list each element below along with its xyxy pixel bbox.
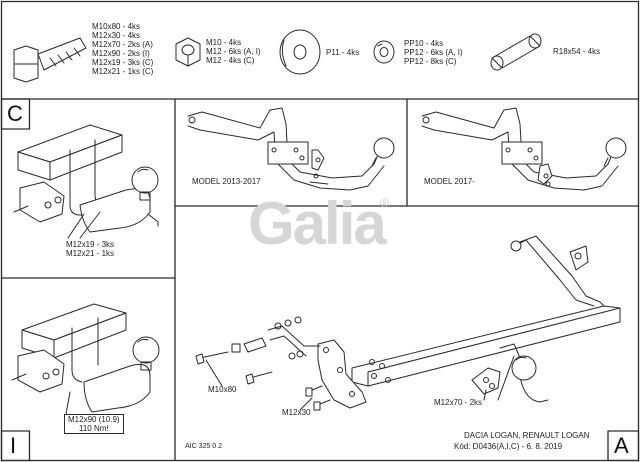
- nut-specs: M10 - 4ks M12 - 6ks (A, I) M12 - 4ks (C): [206, 38, 261, 65]
- watermark-registered-mark: ®: [380, 196, 389, 210]
- bolt-spec-3: M12x90 - 2ks (I): [92, 49, 150, 58]
- bolt-spec-1: M12x30 - 4ks: [92, 31, 141, 40]
- nut-spec-0: M10 - 4ks: [206, 38, 242, 47]
- model-caption-left: MODEL 2013-2017: [192, 177, 261, 186]
- spring-washer-specs: PP10 - 4ks PP12 - 6ks (A, I) PP12 - 8ks …: [404, 39, 463, 66]
- spacer-spec: R18x54 - 4ks: [553, 47, 601, 56]
- panel-i-drawing: [11, 303, 160, 415]
- nut-icon: [175, 37, 201, 67]
- footer-kod: Kód: D0436(A,I,C) - 6. 8. 2019: [454, 442, 563, 451]
- footer-vehicle: DACIA LOGAN, RENAULT LOGAN: [464, 431, 590, 440]
- panel-i-callout-0: M12x90 (10.9): [68, 415, 120, 424]
- spacer-icon: [490, 33, 542, 71]
- footer-code: AIC 325 0 2: [185, 443, 222, 450]
- spring-washer-spec-2: PP12 - 8ks (C): [404, 57, 457, 66]
- letter-box-a: [607, 430, 640, 462]
- bolt-icon: [13, 37, 87, 83]
- panel-i-callout-1: 110 Nm!: [78, 424, 109, 433]
- label-m12x30: M12x30: [282, 408, 311, 417]
- panel-letter-a: A: [614, 433, 629, 458]
- panel-c-callouts: M12x19 - 3ks M12x21 - 1ks: [66, 240, 114, 258]
- panel-c-drawing: [13, 124, 159, 239]
- model-caption-right: MODEL 2017-: [424, 177, 475, 186]
- bolt-spec-0: M10x80 - 4ks: [92, 22, 141, 31]
- panel-c-callout-0: M12x19 - 3ks: [66, 240, 115, 249]
- washer-icon: [279, 29, 321, 75]
- bolt-spec-2: M12x70 - 2ks (A): [92, 40, 153, 49]
- letter-box-c: [0, 98, 31, 130]
- spring-washer-icon: [373, 40, 395, 64]
- bolt-spec-5: M12x21 - 1ks (C): [92, 67, 154, 76]
- panel-c-callout-1: M12x21 - 1ks: [66, 249, 115, 258]
- panel-i-callouts: M12x90 (10.9) 110 Nm!: [64, 414, 124, 434]
- watermark-logo: Galia: [248, 190, 387, 257]
- spring-washer-spec-1: PP12 - 6ks (A, I): [404, 48, 463, 57]
- label-m10x80: M10x80: [208, 385, 237, 394]
- washer-spec: P11 - 4ks: [326, 48, 360, 57]
- label-m12x70: M12x70 - 2ks: [434, 398, 483, 407]
- letter-box-i: [0, 430, 31, 462]
- panel-letter-i: I: [10, 433, 17, 458]
- model-right-drawing: [421, 107, 627, 191]
- nut-spec-2: M12 - 4ks (C): [206, 56, 255, 65]
- bolt-specs: M10x80 - 4ks M12x30 - 4ks M12x70 - 2ks (…: [92, 22, 153, 76]
- spring-washer-spec-0: PP10 - 4ks: [404, 39, 444, 48]
- nut-spec-1: M12 - 6ks (A, I): [206, 47, 261, 56]
- model-left-drawing: [187, 107, 395, 191]
- panel-letter-c: C: [7, 101, 23, 126]
- bolt-spec-4: M12x19 - 3ks (C): [92, 58, 154, 67]
- main-assembly-drawing: [195, 235, 621, 411]
